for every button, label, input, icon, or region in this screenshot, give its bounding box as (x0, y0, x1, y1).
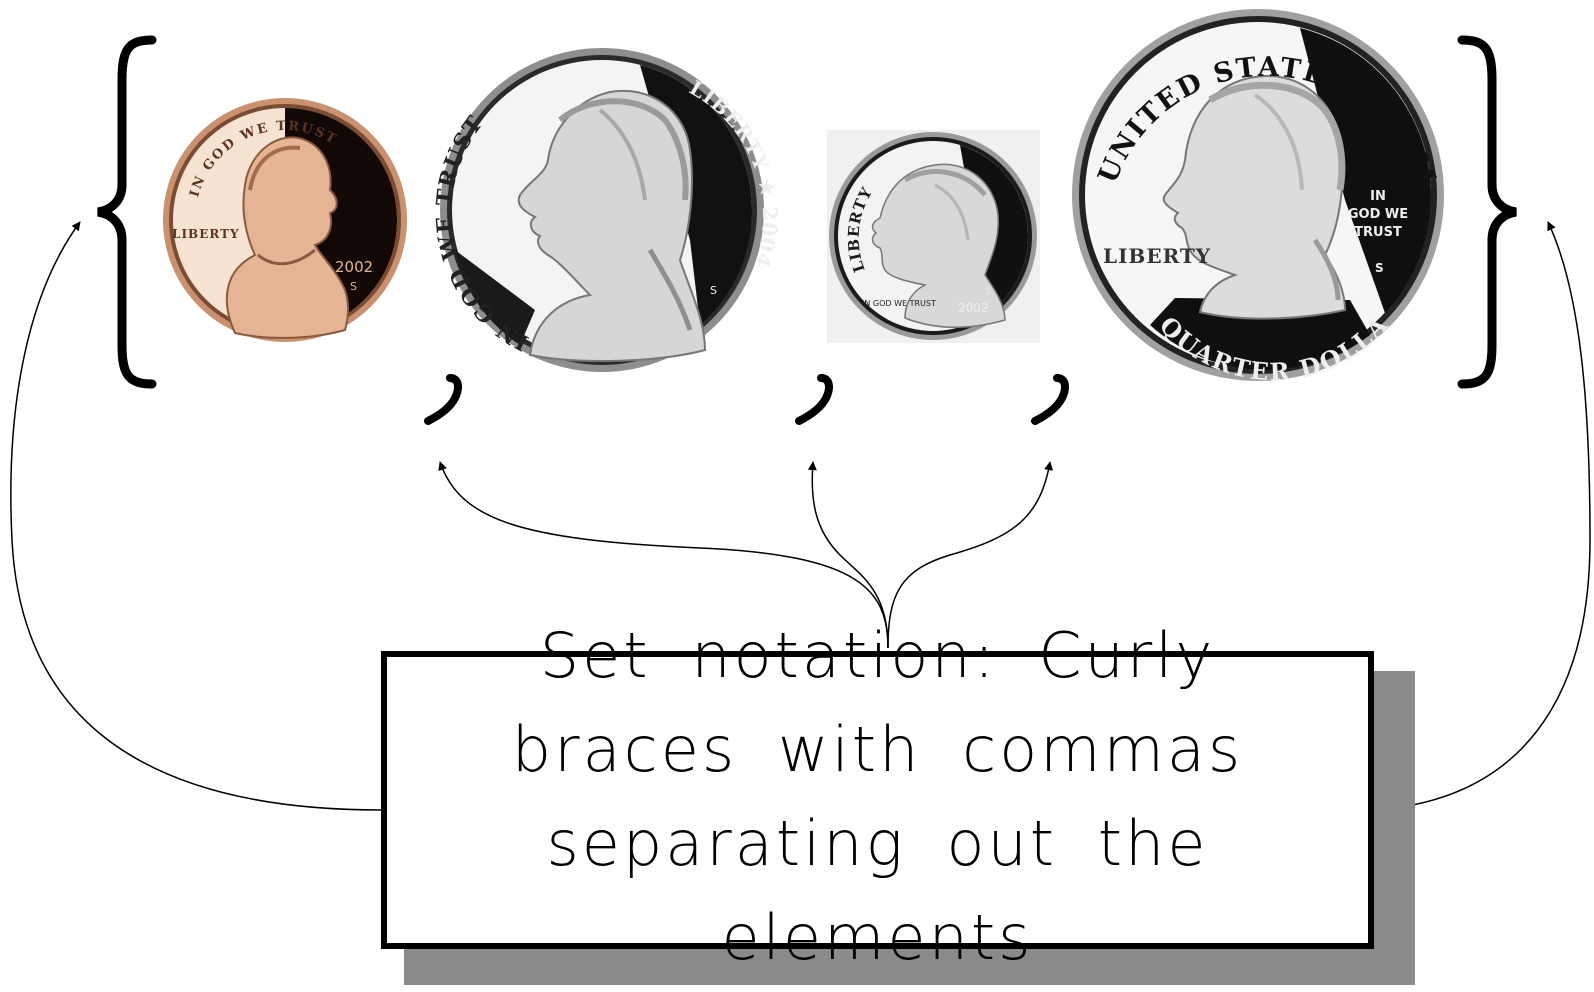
comma-2 (795, 374, 833, 425)
penny-liberty-text: LIBERTY (172, 227, 240, 241)
quarter-liberty-text: LIBERTY (1103, 244, 1211, 268)
nickel-mint-text: S (710, 284, 717, 297)
nickel-coin: IN GOD WE TRUST LIBERTY ★ 2004 S (431, 48, 781, 372)
dime-coin: LIBERTY IN GOD WE TRUST 2002 S (827, 130, 1040, 343)
quarter-motto-line-3: TRUST (1354, 225, 1402, 240)
right-curly-brace (1457, 35, 1517, 389)
comma-3 (1031, 374, 1069, 425)
callout-box: Set notation: Curly braces with commas s… (381, 619, 1374, 974)
dime-mint-text: S (985, 287, 991, 297)
comma-1 (424, 374, 462, 425)
dime-motto-text: IN GOD WE TRUST (862, 299, 936, 308)
dime-year-text: 2002 (958, 301, 989, 315)
callout-text: Set notation: Curly braces with commas s… (511, 619, 1244, 974)
quarter-mint-text: S (1375, 261, 1384, 275)
penny-year-text: 2002 (335, 258, 373, 276)
arrow-to-left-brace (10, 221, 382, 811)
arrow-to-comma-3 (887, 461, 1054, 649)
arrow-to-comma-2 (807, 461, 889, 649)
quarter-motto-line-1: IN (1370, 189, 1386, 204)
penny-coin: IN GOD WE TRUST LIBERTY 2002 S (163, 98, 407, 342)
penny-mint-text: S (350, 280, 357, 293)
left-curly-brace (97, 35, 157, 389)
arrow-to-right-brace (1373, 221, 1591, 811)
arrow-to-comma-1 (438, 461, 889, 649)
quarter-motto-line-2: GOD WE (1348, 207, 1408, 222)
